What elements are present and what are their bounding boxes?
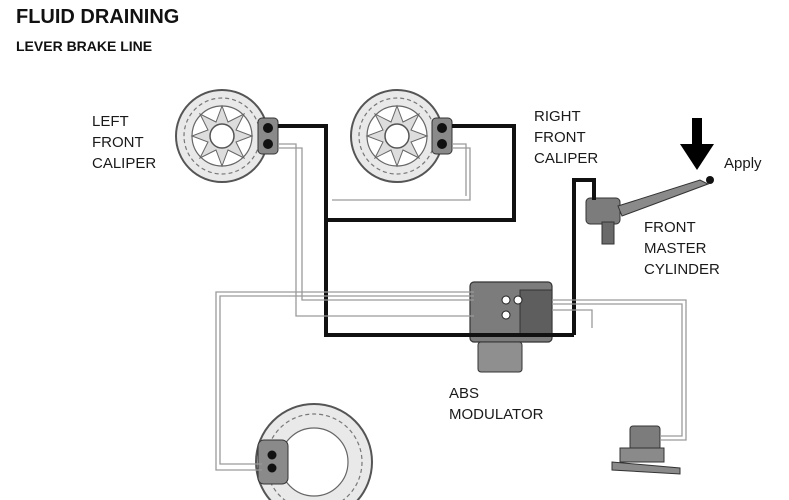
front-master-cylinder-label: FRONT MASTER CYLINDER: [644, 219, 720, 278]
apply-arrow-icon: [680, 118, 714, 170]
page-title: FLUID DRAINING: [16, 6, 180, 28]
abs-modulator-label: ABS MODULATOR: [449, 385, 544, 423]
left-front-rotor: [175, 89, 269, 183]
rear-caliper: [257, 439, 289, 485]
rear-master-cylinder: [611, 425, 681, 475]
right-front-rotor: [350, 89, 444, 183]
apply-label: Apply: [724, 155, 762, 172]
left-front-caliper: [257, 117, 279, 155]
lever-brake-line: [278, 124, 596, 337]
other-brake-lines: [215, 143, 687, 471]
left-front-caliper-label: LEFT FRONT CALIPER: [92, 113, 156, 172]
abs-modulator: [469, 281, 553, 373]
page-subtitle: LEVER BRAKE LINE: [16, 38, 153, 54]
right-front-caliper-label: RIGHT FRONT CALIPER: [534, 108, 598, 167]
front-master-cylinder: [585, 176, 714, 245]
right-front-caliper: [431, 117, 453, 155]
